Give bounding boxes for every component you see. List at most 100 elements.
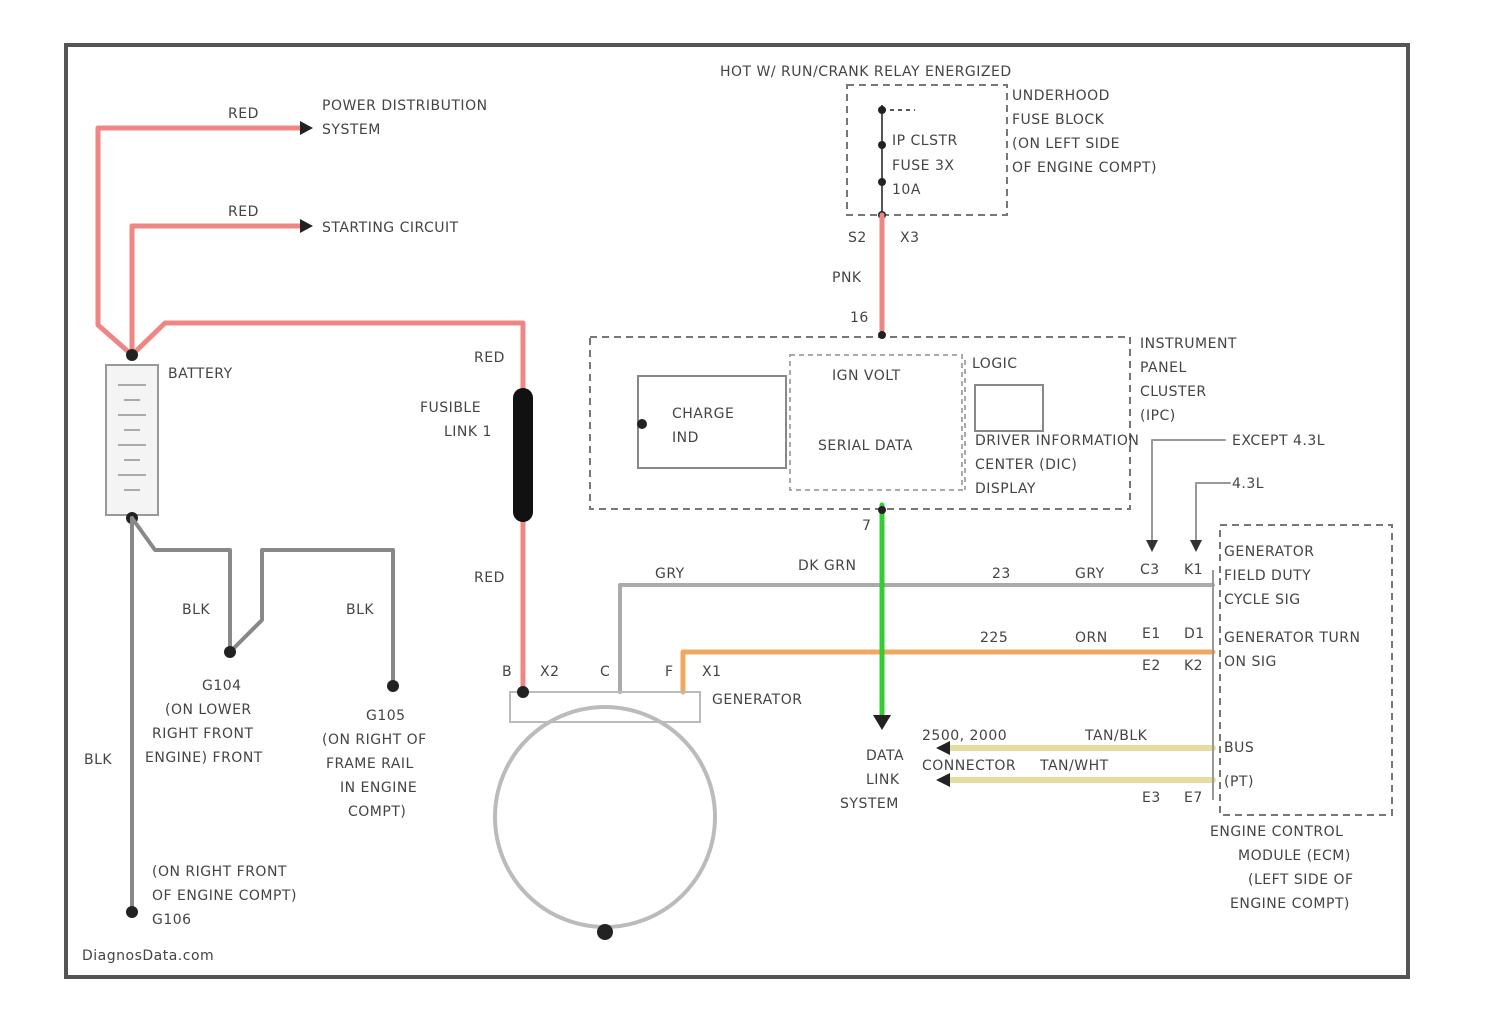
fuse-block-label-1: UNDERHOOD — [1012, 88, 1110, 104]
charge-ind-label-2: IND — [672, 430, 699, 446]
ecm-label-2: MODULE (ECM) — [1238, 848, 1351, 864]
fusible-link-label-1: FUSIBLE — [420, 400, 481, 416]
generator-b-terminal — [517, 686, 529, 698]
ipc-logic: LOGIC — [972, 356, 1018, 372]
ecm-bus-label: BUS — [1224, 740, 1254, 756]
ipc-label-1: INSTRUMENT — [1140, 336, 1237, 352]
wire-label-23: 23 — [992, 566, 1011, 582]
g104-label-4: ENGINE) FRONT — [145, 750, 263, 766]
g105-label-4: IN ENGINE — [340, 780, 417, 796]
pin-e7: E7 — [1184, 790, 1203, 806]
wire-label-gry-right: GRY — [1075, 566, 1105, 582]
pin-e3: E3 — [1142, 790, 1161, 806]
g105-label-3: FRAME RAIL — [326, 756, 414, 772]
pin-e1: E1 — [1142, 626, 1161, 642]
wire-label-dk-grn: DK GRN — [798, 558, 856, 574]
fuse-name: IP CLSTR — [892, 133, 958, 149]
ecm-label-1: ENGINE CONTROL — [1210, 824, 1343, 840]
data-link-label-1: DATA — [866, 748, 904, 764]
fuse-node-bottom — [878, 178, 886, 186]
generator-ground-icon — [597, 924, 613, 940]
fuse-id: FUSE 3X — [892, 158, 954, 174]
gen-term-c: C — [600, 664, 610, 680]
pnk-wire-label: PNK — [832, 270, 862, 286]
ipc-feed-pin: 16 — [850, 310, 869, 326]
charge-ind-label-1: CHARGE — [672, 406, 734, 422]
gen-term-f: F — [665, 664, 674, 680]
pin-e2: E2 — [1142, 658, 1161, 674]
ground-g105-icon — [387, 680, 399, 692]
fuse-block-label-3: (ON LEFT SIDE — [1012, 136, 1120, 152]
ecm-sig2-label-2: ON SIG — [1224, 654, 1277, 670]
wire-label-red-3: RED — [474, 350, 505, 366]
pin-c3: C3 — [1140, 562, 1160, 578]
wire-label-blk-main: BLK — [84, 752, 112, 768]
ground-g104-icon — [224, 646, 236, 658]
ipc-ign-volt: IGN VOLT — [832, 368, 901, 384]
gen-term-b: B — [502, 664, 512, 680]
data-link-label-2: LINK — [866, 772, 900, 788]
ipc-label-3: CLUSTER — [1140, 384, 1207, 400]
diagram-frame — [66, 45, 1408, 977]
g106-label-1: (ON RIGHT FRONT — [152, 864, 287, 880]
ecm-label-3: (LEFT SIDE OF — [1248, 872, 1354, 888]
fuse-conn-right: X3 — [900, 230, 920, 246]
wire-label-red-1: RED — [228, 106, 259, 122]
g104-label-2: (ON LOWER — [165, 702, 252, 718]
wire-label-orn: ORN — [1075, 630, 1108, 646]
ipc-feed-node — [878, 331, 886, 339]
g105-label-5: COMPT) — [348, 804, 406, 820]
fuse-rating: 10A — [892, 182, 921, 198]
fuse-node-mid — [878, 141, 886, 149]
ipc-label-2: PANEL — [1140, 360, 1187, 376]
ecm-sig1-label-2: FIELD DUTY — [1224, 568, 1311, 584]
data-link-label-3: SYSTEM — [840, 796, 899, 812]
g105-label-1: G105 — [366, 708, 406, 724]
generator-label: GENERATOR — [712, 692, 802, 708]
wire-label-blk-b: BLK — [346, 602, 374, 618]
power-distribution-label-2: SYSTEM — [322, 122, 381, 138]
ecm-sig1-label-1: GENERATOR — [1224, 544, 1314, 560]
gen-term-x1: X1 — [702, 664, 722, 680]
fuse-block-label-4: OF ENGINE COMPT) — [1012, 160, 1157, 176]
fusible-link-icon — [513, 388, 533, 522]
ipc-pin7-node — [878, 506, 886, 514]
data-link-circuit-bottom: CONNECTOR — [922, 758, 1016, 774]
pin-d1: D1 — [1184, 626, 1205, 642]
watermark: DiagnosData.com — [82, 948, 214, 964]
hot-at-label: HOT W/ RUN/CRANK RELAY ENERGIZED — [720, 64, 1012, 80]
dic-label-3: DISPLAY — [975, 481, 1036, 497]
ipc-except-label: EXCEPT 4.3L — [1232, 433, 1325, 449]
g104-label-1: G104 — [202, 678, 242, 694]
dic-label-2: CENTER (DIC) — [975, 457, 1077, 473]
wire-label-tan-wht: TAN/WHT — [1039, 758, 1109, 774]
ipc-pin-bottom: 7 — [862, 518, 871, 534]
battery-positive-terminal — [126, 349, 138, 361]
g106-label-3: G106 — [152, 912, 192, 928]
fuse-conn-left: S2 — [848, 230, 867, 246]
wire-label-blk-a: BLK — [182, 602, 210, 618]
starting-circuit-label: STARTING CIRCUIT — [322, 220, 459, 236]
ecm-label-4: ENGINE COMPT) — [1230, 896, 1350, 912]
pin-k2: K2 — [1184, 658, 1203, 674]
wire-label-tan-blk: TAN/BLK — [1084, 728, 1148, 744]
data-link-circuit-top: 2500, 2000 — [922, 728, 1007, 744]
dic-label-1: DRIVER INFORMATION — [975, 433, 1139, 449]
g106-label-2: OF ENGINE COMPT) — [152, 888, 297, 904]
fusible-link-label-2: LINK 1 — [444, 424, 492, 440]
wire-label-gry-left: GRY — [655, 566, 685, 582]
ecm-sig1-label-3: CYCLE SIG — [1224, 592, 1301, 608]
battery-label: BATTERY — [168, 366, 233, 382]
fuse-block-label-2: FUSE BLOCK — [1012, 112, 1105, 128]
ipc-label-4: (IPC) — [1140, 408, 1176, 424]
fuse-node-top — [878, 106, 886, 114]
power-distribution-label-1: POWER DISTRIBUTION — [322, 98, 488, 114]
gen-term-x2: X2 — [540, 664, 560, 680]
charge-indicator-icon — [637, 419, 647, 429]
ground-g106-icon — [126, 906, 138, 918]
ecm-pt-label: (PT) — [1224, 774, 1254, 790]
wire-label-225: 225 — [980, 630, 1008, 646]
ipc-option-label: 4.3L — [1232, 476, 1264, 492]
wire-label-red-4: RED — [474, 570, 505, 586]
